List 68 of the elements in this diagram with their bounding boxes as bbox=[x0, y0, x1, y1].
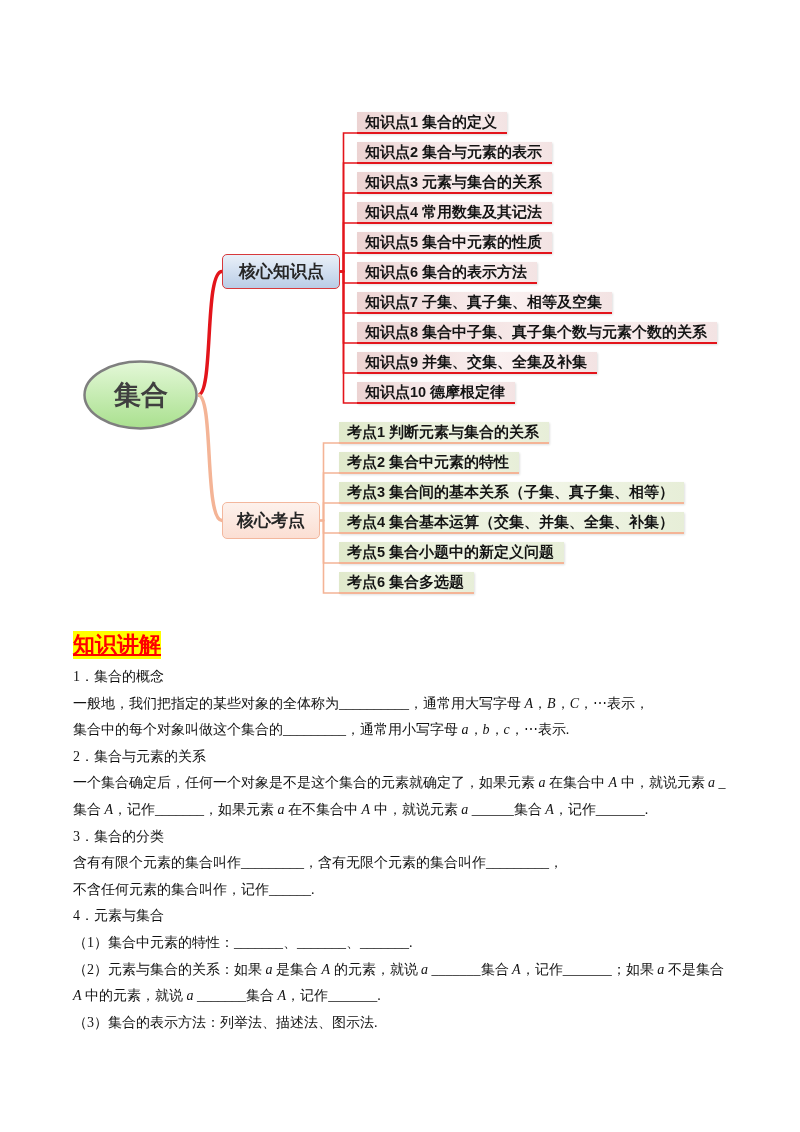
root-topic-ellipse: 集合 bbox=[83, 360, 198, 430]
list-item-text: ；如果 a 不是集合 bbox=[611, 961, 724, 977]
subtopic-box: 知识点3 元素与集合的关系 bbox=[357, 172, 553, 194]
subtopic-box: 知识点1 集合的定义 bbox=[357, 112, 508, 134]
subtopic-box: 考点5 集合小题中的新定义问题 bbox=[339, 542, 565, 564]
subtopic-box: 知识点9 并集、交集、全集及补集 bbox=[357, 352, 598, 374]
fill-in-line: _______ bbox=[155, 801, 205, 817]
fill-in-line: _______ bbox=[562, 961, 612, 977]
fill-in-line: _________ bbox=[241, 855, 304, 871]
list-item-text: 、 bbox=[283, 934, 297, 950]
subtopic-box: 知识点8 集合中子集、真子集个数与元素个数的关系 bbox=[357, 322, 718, 344]
paragraph-text: ，如果元素 a 在不集合中 A 中，就说元素 a bbox=[204, 801, 470, 817]
paragraph-text: 集合中的每个对象叫做这个集合的 bbox=[73, 722, 283, 738]
fill-in-line: _______ bbox=[595, 801, 645, 817]
section-heading: 3．集合的分类 bbox=[73, 827, 164, 846]
paragraph-text: . bbox=[311, 881, 315, 897]
section-title: 知识讲解 bbox=[73, 631, 161, 659]
fill-in-line: _________ bbox=[486, 855, 549, 871]
section-heading: 2．集合与元素的关系 bbox=[73, 747, 206, 766]
subtopic-box: 知识点4 常用数集及其记法 bbox=[357, 202, 553, 224]
paragraph-text: 不含任何元素的集合叫作，记作 bbox=[73, 881, 269, 897]
paragraph-text: ，通常用大写字母 A，B，C，⋯表示， bbox=[409, 695, 649, 711]
branch-topic-box: 核心考点 bbox=[222, 502, 320, 539]
section-heading: 1．集合的概念 bbox=[73, 668, 164, 686]
branch-line bbox=[319, 519, 340, 594]
section-heading: 4．元素与集合 bbox=[73, 907, 164, 926]
paragraph-text: 一般地，我们把指定的某些对象的全体称为 bbox=[73, 695, 339, 711]
branch-line bbox=[197, 393, 223, 522]
fill-in-line: _________ bbox=[283, 722, 346, 738]
fill-in-line: ______ bbox=[269, 881, 311, 897]
paragraph-text: 集合 A，记作 bbox=[73, 801, 156, 817]
paragraph-text: 集合 A，记作 bbox=[513, 801, 596, 817]
subtopic-box: 考点1 判断元素与集合的关系 bbox=[339, 422, 550, 444]
fill-in-line: __________ bbox=[339, 695, 409, 711]
subtopic-box: 考点3 集合间的基本关系（子集、真子集、相等） bbox=[339, 482, 685, 504]
list-item-text: . bbox=[377, 988, 381, 1004]
list-item-text: 集合 A，记作 bbox=[480, 961, 563, 977]
list-item-text: （3）集合的表示方法：列举法、描述法、图示法. bbox=[73, 1013, 378, 1032]
paragraph-text: 一个集合确定后，任何一个对象是不是这个集合的元素就确定了，如果元素 a 在集合中 A 中，就说元素 a bbox=[73, 775, 717, 791]
branch-line bbox=[339, 270, 358, 404]
list-item-text: . bbox=[409, 934, 413, 950]
list-item-text: （1）集合中元素的特性： bbox=[73, 934, 234, 950]
fill-in-line: _______ bbox=[197, 988, 247, 1004]
fill-in-line: _______ bbox=[360, 934, 409, 950]
list-item-text: （2）元素与集合的关系：如果 a 是集合 A 的元素，就说 a bbox=[73, 961, 430, 977]
branch-topic-box: 核心知识点 bbox=[222, 254, 340, 289]
subtopic-box: 知识点10 德摩根定律 bbox=[357, 382, 516, 404]
paragraph-text: . bbox=[644, 801, 649, 817]
subtopic-box: 知识点5 集合中元素的性质 bbox=[357, 232, 553, 254]
paragraph-text: ，含有无限个元素的集合叫作 bbox=[304, 855, 486, 871]
fill-in-line: _______ bbox=[431, 961, 481, 977]
fill-in-line: _ bbox=[718, 775, 726, 791]
list-item-text: 集合 A，记作 bbox=[246, 988, 329, 1004]
paragraph-text: ，通常用小写字母 a，b，c，⋯表示. bbox=[346, 722, 570, 738]
subtopic-box: 知识点6 集合的表示方法 bbox=[357, 262, 538, 284]
list-item-text: A 中的元素，就说 a bbox=[73, 988, 195, 1004]
subtopic-box: 考点6 集合多选题 bbox=[339, 572, 475, 594]
fill-in-line: _______ bbox=[234, 934, 283, 950]
paragraph-text: 含有有限个元素的集合叫作 bbox=[73, 855, 241, 871]
fill-in-line: _______ bbox=[297, 934, 346, 950]
paragraph-text: ， bbox=[549, 855, 563, 871]
list-item-text: 、 bbox=[346, 934, 360, 950]
subtopic-box: 知识点7 子集、真子集、相等及空集 bbox=[357, 292, 613, 314]
subtopic-box: 考点2 集合中元素的特性 bbox=[339, 452, 520, 474]
subtopic-box: 知识点2 集合与元素的表示 bbox=[357, 142, 553, 164]
subtopic-box: 考点4 集合基本运算（交集、并集、全集、补集） bbox=[339, 512, 685, 534]
branch-line bbox=[197, 270, 223, 397]
fill-in-line: ______ bbox=[471, 801, 514, 817]
